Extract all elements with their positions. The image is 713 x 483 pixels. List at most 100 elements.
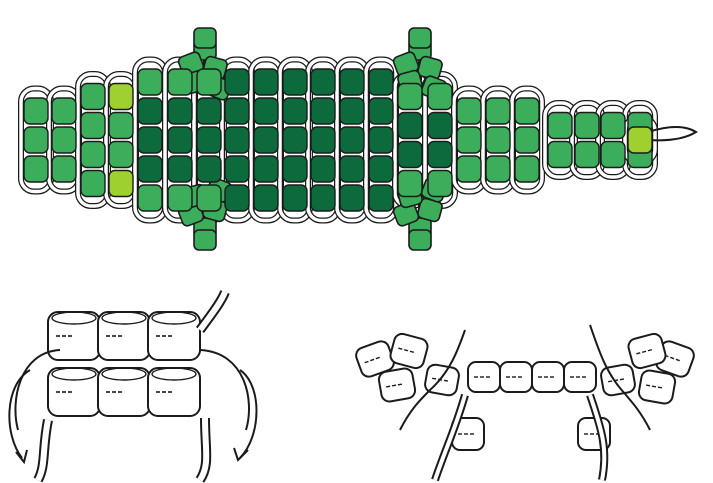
bead-stitch	[620, 379, 624, 380]
body-bead	[486, 127, 510, 153]
crocodile-diagram	[0, 0, 713, 285]
bead-stitch	[392, 385, 396, 386]
bead-stitch	[410, 351, 414, 352]
body-bead	[283, 127, 307, 153]
body-bead	[428, 171, 452, 197]
body-bead	[548, 142, 572, 168]
body-bead	[369, 69, 393, 95]
body-bead	[311, 98, 335, 124]
bead-stitch	[636, 353, 640, 354]
body-bead	[398, 142, 422, 168]
body-bead	[225, 69, 249, 95]
left-leg-bead	[389, 332, 430, 370]
eye-bead	[109, 84, 133, 110]
body-bead	[138, 98, 162, 124]
body-bead	[254, 185, 278, 211]
body-bead	[109, 113, 133, 139]
weave-beads	[48, 312, 200, 416]
eye-bead	[109, 171, 133, 197]
body-bead	[168, 98, 192, 124]
center-bead	[500, 362, 532, 392]
body-bead	[340, 156, 364, 182]
body-bead	[225, 127, 249, 153]
leg-bead	[194, 28, 216, 48]
bead-stitch	[404, 350, 408, 351]
body-bead	[197, 185, 221, 211]
bead-stitch	[444, 380, 448, 381]
body-bead	[168, 156, 192, 182]
body-bead	[575, 113, 599, 139]
center-bead	[564, 362, 596, 392]
body-bead	[138, 156, 162, 182]
body-bead	[398, 84, 422, 110]
bead-shape	[638, 369, 677, 404]
body-bead	[601, 142, 625, 168]
body-bead	[311, 127, 335, 153]
body-bead	[515, 127, 539, 153]
body-bead	[81, 113, 105, 139]
bottom-row-bead	[98, 368, 150, 416]
leg-bead	[194, 230, 216, 250]
body-bead	[457, 98, 481, 124]
body-bead	[283, 98, 307, 124]
top-row-bead	[98, 312, 150, 360]
body-bead	[168, 185, 192, 211]
body-bead	[369, 127, 393, 153]
body-bead	[486, 98, 510, 124]
body-bead	[575, 142, 599, 168]
leg-bead	[409, 230, 431, 250]
body-bead	[81, 171, 105, 197]
bead-stitch	[646, 385, 650, 386]
bead-stitch	[386, 386, 390, 387]
body-bead	[428, 142, 452, 168]
body-bead	[225, 98, 249, 124]
body-bead	[601, 113, 625, 139]
right-leg-bead	[600, 363, 636, 396]
body-bead	[369, 156, 393, 182]
body-bead	[254, 156, 278, 182]
body-bead	[138, 69, 162, 95]
body-bead	[138, 185, 162, 211]
bead-stitch	[398, 384, 402, 385]
top-row-bead	[148, 312, 200, 360]
body-bead	[81, 142, 105, 168]
body-bead	[311, 185, 335, 211]
body-bead	[628, 127, 652, 153]
body-bead	[548, 113, 572, 139]
body-bead	[311, 69, 335, 95]
bead-shape	[389, 332, 430, 370]
body-bead	[369, 98, 393, 124]
body-bead	[398, 171, 422, 197]
leg-bead	[409, 28, 431, 48]
right-leg-bead	[638, 369, 677, 404]
weave-step-diagram	[0, 290, 270, 483]
bead-stitch	[432, 378, 436, 379]
body-bead	[225, 156, 249, 182]
body-bead	[52, 127, 76, 153]
body-bead	[340, 185, 364, 211]
body-bead	[340, 127, 364, 153]
body-bead	[283, 69, 307, 95]
body-bead	[24, 98, 48, 124]
leg-step-diagram	[340, 300, 713, 483]
body-bead	[197, 98, 221, 124]
body-bead	[369, 185, 393, 211]
body-bead	[197, 127, 221, 153]
body-bead	[24, 127, 48, 153]
top-cord-fill	[200, 292, 225, 330]
body-bead	[225, 185, 249, 211]
body-bead	[168, 69, 192, 95]
body-bead	[457, 127, 481, 153]
left-leg-bead	[378, 367, 417, 402]
body-bead	[428, 84, 452, 110]
body-bead	[24, 156, 48, 182]
body-bead	[486, 156, 510, 182]
body-bead	[109, 142, 133, 168]
bottom-row-bead	[148, 368, 200, 416]
body-bead	[283, 185, 307, 211]
body-bead	[197, 69, 221, 95]
body-bead	[197, 156, 221, 182]
body-bead	[283, 156, 307, 182]
body-bead	[254, 98, 278, 124]
center-bead	[532, 362, 564, 392]
